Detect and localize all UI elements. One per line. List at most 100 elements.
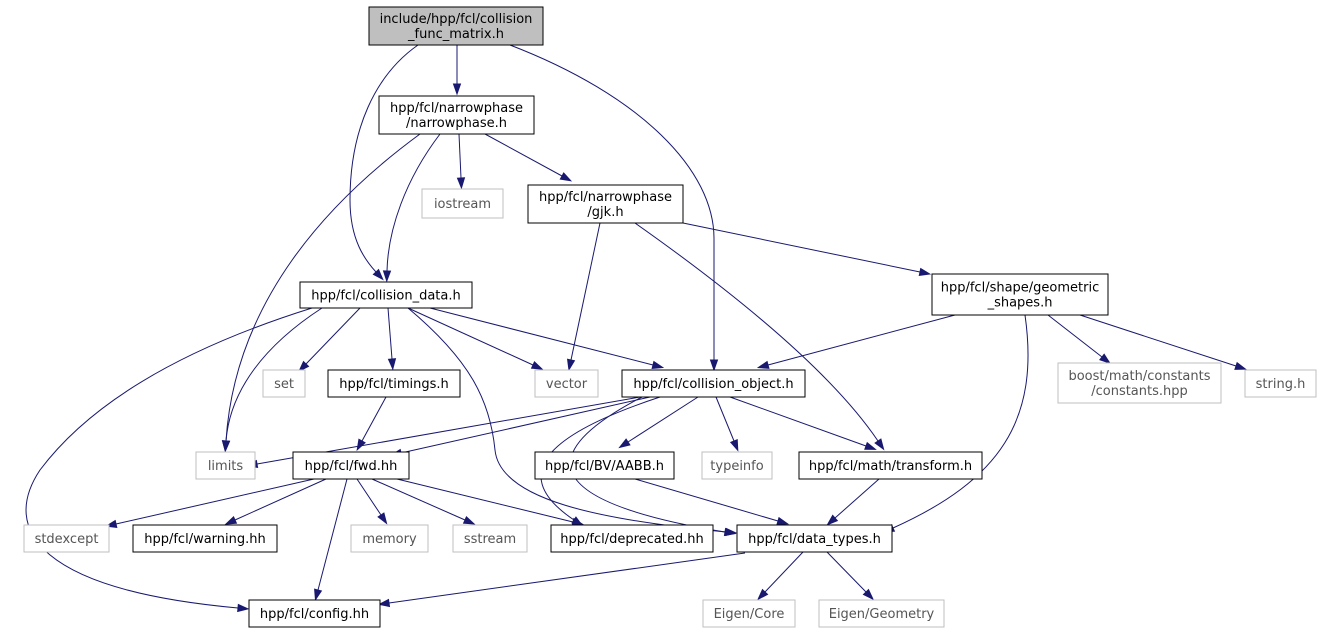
node-box — [931, 273, 1109, 316]
arrowhead — [530, 360, 544, 370]
edge-narrow-to-coldata — [382, 133, 441, 283]
arrowhead — [1099, 353, 1112, 365]
node-datatypes[interactable]: hpp/fcl/data_types.h — [736, 524, 893, 553]
edge-line — [407, 307, 534, 366]
edge-datatypes-to-eigengeom — [826, 551, 875, 601]
node-fwd[interactable]: hpp/fcl/fwd.hh — [292, 451, 410, 480]
edge-coldata-to-colobj — [429, 307, 665, 369]
edge-line — [356, 478, 382, 516]
edge-gjk-to-geom — [682, 222, 932, 277]
arrowhead — [776, 516, 790, 525]
edge-line — [396, 478, 574, 523]
node-deprecated[interactable]: hpp/fcl/deprecated.hh — [550, 524, 714, 553]
edge-coldata-to-vector — [407, 307, 544, 370]
arrowhead — [221, 440, 231, 453]
node-box — [195, 451, 256, 480]
node-label: hpp/fcl/deprecated.hh — [560, 532, 703, 547]
node-label: hpp/fcl/collision_data.h — [311, 289, 461, 304]
arrowhead — [314, 588, 323, 602]
edge-datatypes-to-eigencore — [757, 551, 804, 601]
arrowhead — [377, 512, 388, 525]
node-box — [327, 369, 461, 398]
arrowhead — [237, 603, 250, 613]
node-geom[interactable]: hpp/fcl/shape/geometric_shapes.h — [931, 273, 1109, 316]
edge-root-to-coldata — [349, 44, 419, 281]
edge-line — [826, 551, 867, 593]
node-label: hpp/fcl/warning.hh — [144, 532, 266, 547]
node-coldata[interactable]: hpp/fcl/collision_data.h — [299, 281, 473, 309]
edge-geom-to-colobj — [756, 314, 956, 369]
edge-line — [388, 552, 746, 604]
node-box — [292, 451, 410, 480]
arrowhead — [874, 438, 885, 451]
node-stringh: string.h — [1244, 369, 1317, 398]
node-label: limits — [208, 459, 244, 474]
edge-line — [458, 133, 462, 179]
arrowhead — [387, 358, 397, 371]
edge-line — [834, 478, 880, 519]
node-label: hpp/fcl/BV/AABB.h — [545, 459, 664, 474]
edge-gjk-to-vector — [566, 222, 601, 372]
node-box — [798, 451, 983, 480]
arrowhead — [729, 438, 739, 452]
node-set: set — [262, 369, 306, 398]
edge-geom-to-stringh — [1079, 314, 1247, 370]
node-gjk[interactable]: hpp/fcl/narrowphase/gjk.h — [527, 184, 684, 224]
arrowhead — [618, 438, 631, 449]
edge-line — [317, 478, 348, 591]
node-box — [1057, 362, 1222, 404]
edge-line — [225, 307, 323, 442]
edge-line — [234, 478, 327, 521]
arrowhead — [372, 268, 384, 281]
node-root[interactable]: include/hpp/fcl/collision_func_matrix.h — [368, 6, 544, 46]
edge-fwd-to-config — [314, 478, 348, 602]
edge-line — [407, 307, 727, 533]
node-box — [818, 599, 945, 628]
arrowhead — [377, 598, 391, 608]
node-timings[interactable]: hpp/fcl/timings.h — [327, 369, 461, 398]
node-box — [421, 188, 504, 219]
arrowhead — [566, 358, 576, 372]
node-aabb[interactable]: hpp/fcl/BV/AABB.h — [534, 451, 675, 480]
edge-datatypes-to-config — [377, 552, 746, 608]
arrowhead — [356, 438, 366, 452]
arrowhead — [224, 515, 238, 525]
arrowhead — [862, 588, 875, 601]
node-label: memory — [362, 532, 417, 547]
arrowhead — [864, 441, 877, 450]
edge-line — [627, 396, 699, 443]
node-label: typeinfo — [710, 459, 763, 474]
edge-geom-to-boostc — [1047, 314, 1112, 365]
node-colobj[interactable]: hpp/fcl/collision_object.h — [621, 369, 806, 398]
node-box — [132, 524, 278, 553]
node-limits: limits — [195, 451, 256, 480]
node-label: hpp/fcl/math/transform.h — [809, 459, 972, 474]
node-transform[interactable]: hpp/fcl/math/transform.h — [798, 451, 983, 480]
node-narrow[interactable]: hpp/fcl/narrowphase/narrowphase.h — [378, 95, 535, 135]
edge-root-to-narrow — [452, 45, 462, 96]
arrowhead — [1234, 361, 1247, 370]
edge-line — [509, 44, 715, 360]
node-boostc: boost/math/constants/constants.hpp — [1057, 362, 1222, 404]
edge-line — [764, 551, 804, 593]
node-box — [23, 524, 110, 553]
node-typeinfo: typeinfo — [701, 451, 773, 480]
node-box — [452, 524, 528, 553]
edge-line — [634, 478, 779, 522]
node-config[interactable]: hpp/fcl/config.hh — [248, 599, 381, 628]
node-vector: vector — [534, 369, 599, 398]
edge-line — [400, 396, 651, 454]
node-sstream: sstream — [452, 524, 528, 553]
arrowhead — [918, 267, 932, 277]
node-warning[interactable]: hpp/fcl/warning.hh — [132, 524, 278, 553]
edge-line — [115, 478, 315, 525]
node-label: Eigen/Core — [714, 607, 785, 622]
node-label: hpp/fcl/narrowphase — [539, 190, 672, 205]
edge-fwd-to-memory — [356, 478, 388, 525]
node-iostream: iostream — [421, 188, 504, 219]
node-box — [736, 524, 893, 553]
arrowhead — [462, 515, 476, 525]
edge-colobj-to-aabb — [618, 396, 699, 449]
edge-line — [570, 222, 601, 361]
